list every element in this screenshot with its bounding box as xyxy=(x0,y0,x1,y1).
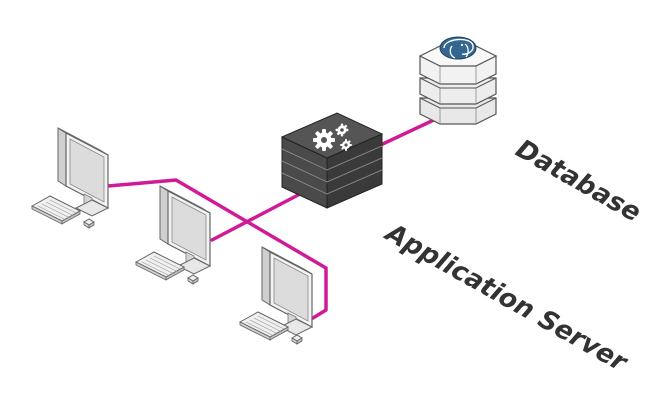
workstation-3 xyxy=(239,246,313,345)
database-icon xyxy=(418,36,498,125)
link-client-1-to-server xyxy=(106,178,328,320)
postgresql-elephant-icon xyxy=(439,36,477,60)
gears-icon xyxy=(313,123,352,151)
database-label: Database xyxy=(511,134,646,228)
workstation-icon xyxy=(57,127,109,217)
application-server-label: Application Server xyxy=(379,217,634,379)
workstation-1 xyxy=(31,127,109,229)
application-server-icon xyxy=(280,112,384,209)
link-client-2-to-server xyxy=(210,192,302,242)
workstation-2 xyxy=(135,185,211,285)
